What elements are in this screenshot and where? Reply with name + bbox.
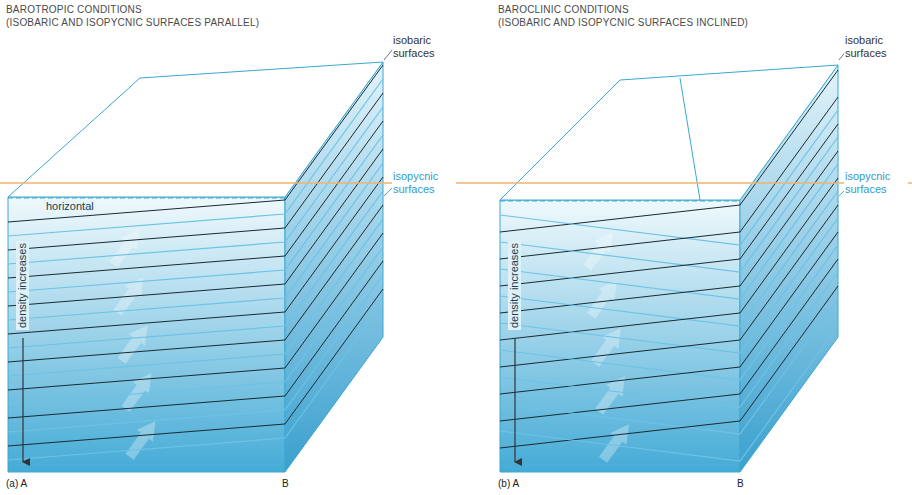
- flow-arrow: [110, 229, 140, 268]
- panel-title: BAROCLINIC CONDITIONS: [498, 4, 629, 16]
- top-ridge: [680, 78, 700, 200]
- density-arrow: [22, 338, 23, 462]
- axis-label: density increases: [508, 241, 521, 330]
- water-block: [500, 65, 838, 472]
- flow-arrow: [126, 421, 156, 460]
- horizontal-line: [8, 197, 285, 198]
- leader-line: [384, 188, 392, 196]
- horizontal-label: horizontal: [44, 200, 96, 213]
- leader-line: [384, 50, 392, 60]
- isopycnic-line: [500, 218, 838, 353]
- water-block: [8, 62, 383, 472]
- flow-arrow: [587, 280, 617, 319]
- flow-arrow: [583, 232, 613, 271]
- isopycnic-line: [500, 164, 838, 299]
- surface-label: isopycnic surfaces: [844, 170, 908, 195]
- horizontal-line: [500, 200, 740, 201]
- corner-label: (a) A: [6, 478, 27, 490]
- isopycnic-line: [500, 137, 838, 272]
- density-arrow: [514, 338, 515, 462]
- flow-arrow: [118, 325, 148, 364]
- corner-label: B: [282, 478, 289, 490]
- corner-label: (b) A: [498, 478, 519, 490]
- isobaric-line: [8, 261, 383, 418]
- corner-label: B: [737, 478, 744, 490]
- surface-label: isobaric surfaces: [844, 34, 908, 59]
- surface-label: isobaric surfaces: [392, 34, 456, 59]
- isopycnic-line: [500, 326, 838, 461]
- front-face: [8, 197, 285, 472]
- panel-title: BAROTROPIC CONDITIONS: [6, 4, 142, 16]
- panel-subtitle: (ISOBARIC AND ISOPYCNIC SURFACES INCLINE…: [498, 17, 748, 29]
- water-blocks: [8, 62, 838, 472]
- isobaric-line: [8, 289, 383, 446]
- isopycnic-line: [500, 191, 838, 326]
- isopycnic-line: [500, 110, 838, 245]
- isopycnic-line: [8, 275, 383, 432]
- isopycnic-line: [8, 303, 383, 460]
- reference-line: [0, 182, 912, 184]
- surface-label: isopycnic surfaces: [392, 170, 456, 195]
- top-face: [8, 62, 383, 197]
- isopycnic-line: [500, 245, 838, 380]
- axis-label: density increases: [16, 241, 29, 330]
- isopycnic-line: [500, 272, 838, 407]
- panel-subtitle: (ISOBARIC AND ISOPYCNIC SURFACES PARALLE…: [6, 17, 259, 29]
- flow-arrow: [591, 328, 621, 367]
- isopycnic-line: [500, 299, 838, 434]
- isobaric-line: [500, 286, 838, 448]
